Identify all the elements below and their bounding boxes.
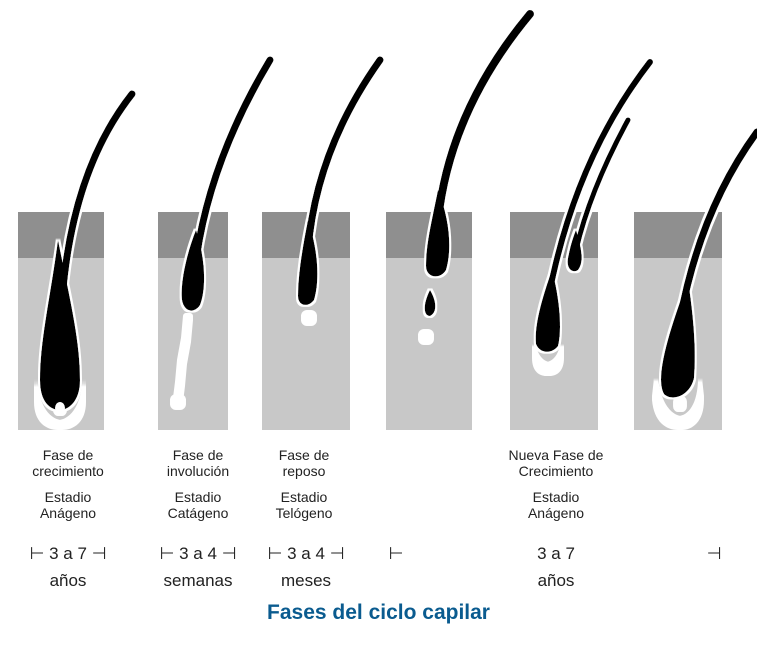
duration-1: ⊢ 3 a 7 ⊣ <box>8 544 128 564</box>
phase-label-1: Fase de crecimiento <box>20 447 116 479</box>
duration-unit-2: semanas <box>138 571 258 591</box>
duration-2: ⊢ 3 a 4 ⊣ <box>138 544 258 564</box>
duration-6: ⊣ <box>694 544 734 564</box>
duration-5: 3 a 7 <box>496 544 616 564</box>
duration-unit-1: años <box>8 571 128 591</box>
stage-label-5: Estadio Anágeno <box>496 489 616 521</box>
stage-label-2: Estadio Catágeno <box>150 489 246 521</box>
phase-label-3: Fase de reposo <box>256 447 352 479</box>
stage-label-3: Estadio Telógeno <box>256 489 352 521</box>
duration-unit-3: meses <box>246 571 366 591</box>
duration-3: ⊢ 3 a 4 ⊣ <box>246 544 366 564</box>
stage-label-1: Estadio Anágeno <box>20 489 116 521</box>
duration-unit-5: años <box>496 571 616 591</box>
duration-4: ⊢ <box>376 544 416 564</box>
phase-label-2: Fase de involución <box>150 447 246 479</box>
phase-label-5: Nueva Fase de Crecimiento <box>496 447 616 479</box>
diagram-title: Fases del ciclo capilar <box>0 601 757 625</box>
